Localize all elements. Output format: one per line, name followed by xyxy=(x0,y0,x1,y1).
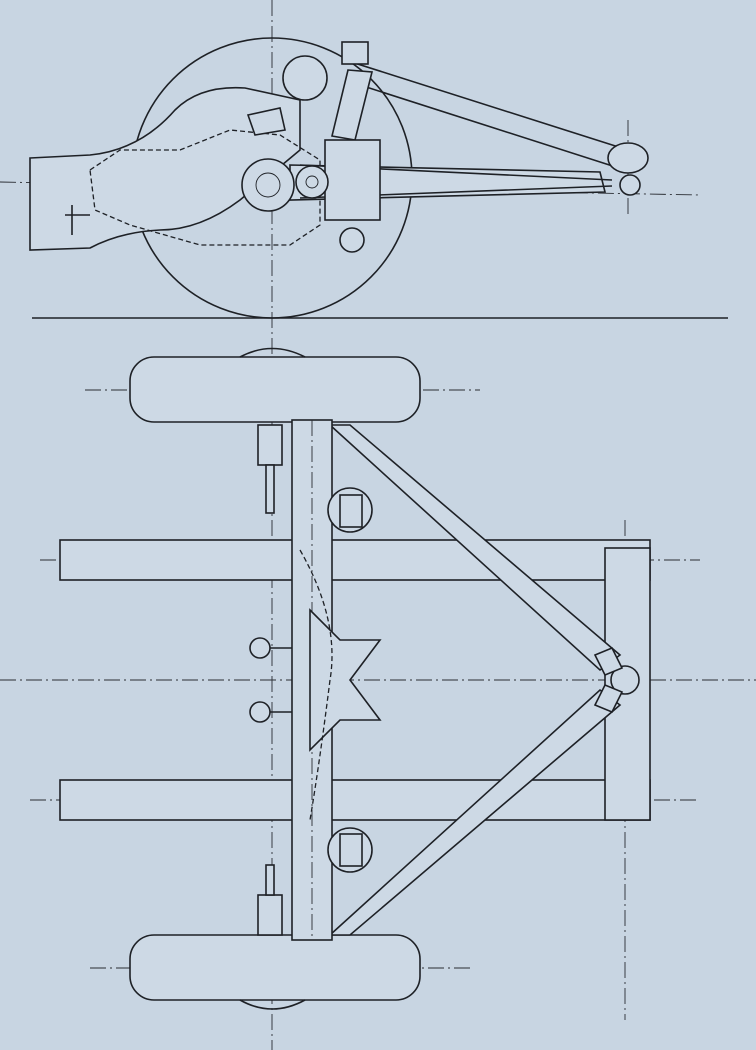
hub-circle xyxy=(241,158,295,212)
lower-bush xyxy=(339,227,365,253)
tire-lower-bulge xyxy=(239,999,306,1010)
side-elevation xyxy=(29,37,728,319)
brake-rod-lower xyxy=(265,864,275,896)
triangle-arm-upper xyxy=(327,424,622,672)
shock-absorber-side xyxy=(331,69,374,141)
front-pivot-bush xyxy=(607,142,649,174)
upper-shock-mount xyxy=(341,41,369,65)
arm-clamp-upper xyxy=(593,646,624,677)
shock-upper-body xyxy=(339,494,363,528)
brake-cylinder-lower xyxy=(257,894,283,936)
tire-upper-bulge xyxy=(239,347,306,358)
tire-upper xyxy=(129,356,421,423)
pivot-bush-inner xyxy=(305,175,319,189)
ball-joint xyxy=(610,665,640,695)
shock-lower-body xyxy=(339,833,363,867)
pivot-bush xyxy=(295,165,329,199)
upper-link xyxy=(344,59,629,171)
triangle-arm-lower xyxy=(327,688,622,936)
differential-plate xyxy=(309,608,382,752)
arm-clamp-lower xyxy=(593,683,624,714)
mount-bolt-lower xyxy=(249,701,271,723)
bump-stop xyxy=(246,107,286,136)
frame-rail-upper xyxy=(59,539,651,581)
brake-rod-upper xyxy=(265,464,275,514)
brake-cylinder-upper xyxy=(257,424,283,466)
mount-bolt-upper xyxy=(249,637,271,659)
axle-housing-side xyxy=(324,139,381,221)
tire-lower xyxy=(129,934,421,1001)
axle-hidden-line xyxy=(299,549,333,821)
frame-rail-lower xyxy=(59,779,651,821)
hub-inner xyxy=(255,172,281,198)
front-pivot-joint xyxy=(619,174,641,196)
frame-rail-side xyxy=(29,86,301,251)
upper-mount-circle xyxy=(282,55,328,101)
plan-view xyxy=(59,347,651,1010)
